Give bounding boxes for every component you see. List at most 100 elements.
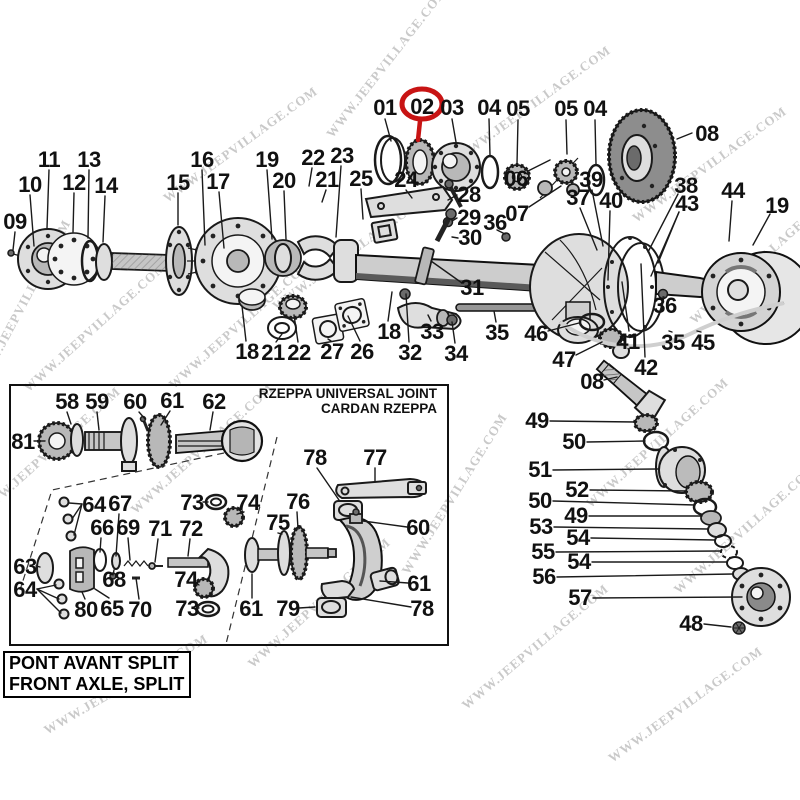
leader-line [528, 185, 562, 208]
leader-line [516, 119, 519, 165]
part-number-label: 71 [148, 516, 172, 541]
part-number-label: 53 [529, 514, 553, 539]
leader-line [283, 190, 287, 240]
leader-line [296, 511, 299, 530]
part-number-label: 22 [301, 145, 325, 170]
part-number-label: 77 [363, 445, 387, 470]
leader-line [752, 213, 771, 246]
leader-line [275, 333, 283, 343]
leader-line [590, 537, 716, 541]
part-number-label: 54 [567, 549, 592, 574]
leader-line [36, 588, 60, 600]
part-number-label: 05 [506, 96, 530, 121]
part-number-label: 52 [565, 477, 589, 502]
leader-line [549, 420, 637, 423]
leader-line [138, 411, 146, 420]
leader-line [187, 538, 191, 557]
part-number-label: 16 [190, 147, 214, 172]
leader-line [647, 193, 679, 253]
leader-line [555, 550, 722, 553]
part-number-label: 79 [276, 596, 300, 621]
leader-line [321, 189, 327, 203]
part-number-label: 81 [11, 429, 35, 454]
part-number-label: 10 [18, 172, 42, 197]
part-number-label: 04 [477, 95, 502, 120]
part-number-label: 64 [13, 577, 38, 602]
part-number-label: 49 [564, 503, 588, 528]
inset-title: RZEPPA UNIVERSAL JOINT CARDAN RZEPPA [253, 386, 437, 416]
part-number-label: 34 [444, 341, 469, 366]
part-number-label: 29 [457, 205, 481, 230]
part-number-label: 70 [128, 597, 152, 622]
part-number-label: 31 [460, 275, 484, 300]
part-number-label: 72 [179, 516, 203, 541]
leader-line [266, 169, 273, 240]
part-number-label: 40 [599, 188, 623, 213]
caption-line1: PONT AVANT SPLIT [9, 653, 179, 673]
part-number-label: 64 [82, 492, 107, 517]
part-number-label: 14 [94, 173, 119, 198]
leader-line [579, 207, 598, 251]
part-number-label: 09 [3, 209, 27, 234]
axle-housing-and-differential [355, 179, 725, 359]
part-number-label: 39 [579, 167, 603, 192]
leader-line [194, 581, 200, 586]
part-number-label: 50 [562, 429, 586, 454]
leader-line [102, 195, 106, 243]
leader-line [556, 573, 734, 578]
part-number-label: 43 [675, 191, 699, 216]
leader-line [350, 596, 412, 608]
leader-line [575, 341, 603, 356]
caption-box: PONT AVANT SPLIT FRONT AXLE, SPLIT [3, 651, 192, 698]
leader-line [87, 169, 90, 239]
leader-line [668, 330, 673, 333]
part-number-label: 08 [695, 121, 719, 146]
leader-line [405, 189, 413, 199]
part-number-label: 59 [85, 389, 109, 414]
part-number-label: 33 [420, 319, 444, 344]
leader-line [384, 118, 392, 142]
inset-rzeppa-box [9, 384, 449, 646]
part-number-label: 03 [440, 95, 464, 120]
part-number-label: 80 [74, 597, 98, 622]
leader-line [360, 188, 364, 220]
part-number-label: 20 [272, 168, 296, 193]
part-number-label: 45 [691, 330, 715, 355]
leader-line [589, 489, 687, 492]
pinion-shaft [595, 359, 667, 425]
part-number-label: 51 [528, 457, 552, 482]
part-number-label: 74 [236, 490, 261, 515]
leader-line [236, 511, 245, 515]
leader-line [430, 260, 463, 284]
part-number-label: 78 [303, 445, 327, 470]
part-number-label: 32 [398, 340, 422, 365]
part-number-label: 49 [525, 408, 549, 433]
leader-line [488, 118, 491, 156]
right-hub-brake-assembly [701, 251, 800, 345]
leader-line [12, 231, 16, 251]
leader-line [96, 411, 100, 431]
part-number-label: 15 [166, 170, 190, 195]
leader-line [451, 118, 457, 143]
leader-line [451, 236, 459, 239]
leader-line [405, 293, 410, 343]
part-number-label: 61 [160, 388, 184, 413]
part-number-label: 55 [531, 539, 555, 564]
part-number-label: 75 [266, 510, 290, 535]
part-number-label: 73 [180, 490, 204, 515]
part-number-label: 18 [377, 319, 401, 344]
leader-line [316, 467, 340, 501]
leader-line [728, 200, 733, 242]
leader-line [591, 189, 604, 247]
part-number-label: 23 [330, 143, 354, 168]
leader-line [68, 502, 83, 505]
left-axle-shaft-assembly [7, 217, 370, 345]
part-number-label: 12 [62, 170, 86, 195]
leader-line [547, 322, 580, 332]
part-number-label: 60 [123, 389, 147, 414]
part-number-label: 47 [552, 347, 576, 372]
part-number-label: 48 [679, 611, 703, 636]
leader-line [29, 194, 35, 247]
